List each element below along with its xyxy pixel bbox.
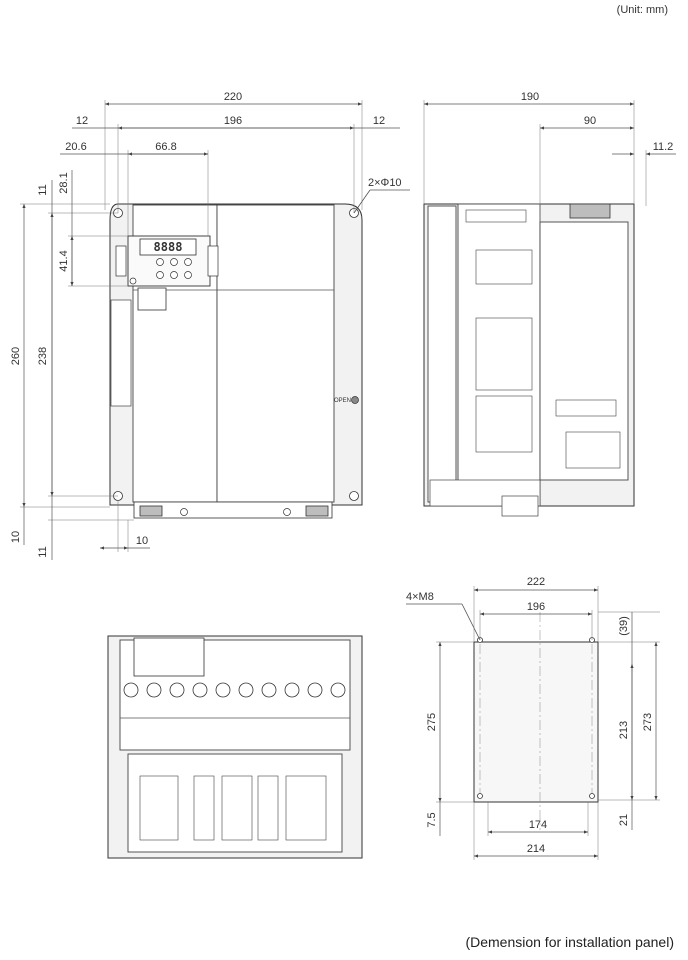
panel-cutout-view: 4×M8 222 196 275 273 213 (39) 21 7.5 174…	[406, 576, 660, 860]
dim-keypad-offset-x: 20.6	[65, 141, 86, 153]
dim-front-depth: 11.2	[653, 141, 674, 153]
dim-top-offset: (39)	[618, 616, 630, 636]
dim-overall-width: 220	[224, 91, 242, 103]
keypad-display	[139, 238, 197, 256]
dim-hole-pitch: 238	[37, 347, 49, 365]
dim-bottom-offset: 10	[10, 531, 22, 543]
cover-latch	[351, 396, 359, 404]
front-cover-right	[216, 204, 335, 503]
bottom-terminal-strip	[133, 501, 333, 519]
side-vents	[465, 209, 621, 469]
dim-rear-depth: 90	[584, 115, 596, 127]
side-view: 190 90 11.2	[423, 91, 676, 517]
dim-outer-width: 222	[527, 576, 545, 588]
panel-cutout	[473, 641, 599, 803]
dim-depth: 190	[521, 91, 539, 103]
dim-keypad-offset-y: 28.1	[58, 172, 70, 193]
keypad-button-5	[170, 271, 178, 279]
dim-bottom-inner-width: 174	[529, 819, 547, 831]
keypad-button-4	[156, 271, 164, 279]
keypad-connector	[137, 287, 167, 311]
dim-bottom-slot: 10	[136, 535, 148, 547]
keypad-button-3	[184, 258, 192, 266]
screw-hole-bottom-left	[477, 793, 483, 799]
keypad-button-6	[184, 271, 192, 279]
dim-keypad-width: 66.8	[155, 141, 176, 153]
keypad-button-2	[170, 258, 178, 266]
dim-keypad-height: 41.4	[58, 250, 70, 271]
terminal-row	[123, 682, 346, 698]
keypad-display-digits: 8888	[154, 240, 183, 254]
dim-overall-height: 260	[10, 347, 22, 365]
keypad-clip-left	[115, 245, 127, 277]
installation-caption: (Demension for installation panel)	[465, 934, 674, 950]
dim-bottom-margin: 11	[37, 546, 49, 557]
keypad-button-1	[156, 258, 164, 266]
dim-hole: 2×Φ10	[368, 177, 402, 189]
dim-right-margin: 12	[373, 115, 385, 127]
bottom-vents	[139, 775, 327, 841]
dim-hole-pitch-width: 196	[527, 601, 545, 613]
dim-bottom-outer-width: 214	[527, 843, 545, 855]
side-vent-strip	[110, 299, 132, 407]
dim-screws: 4×M8	[406, 591, 434, 603]
unit-note: (Unit: mm)	[616, 4, 668, 16]
dim-bottom-left: 7.5	[426, 812, 438, 827]
dim-cutout-inner-height: 213	[618, 721, 630, 739]
dim-left-margin: 12	[76, 115, 88, 127]
dim-cutout-height: 275	[426, 713, 438, 731]
open-label: OPEN	[334, 398, 351, 404]
keypad-clip-right	[207, 245, 219, 277]
dim-right-height: 273	[642, 713, 654, 731]
screw-hole-bottom-right	[589, 793, 595, 799]
dim-bottom-right: 21	[618, 814, 630, 826]
mount-hole-bottom-right	[349, 491, 359, 501]
dim-inner-width: 196	[224, 115, 242, 127]
front-view: 8888 OPEN	[10, 91, 410, 560]
dim-top-margin: 11	[37, 184, 49, 195]
bottom-view	[107, 635, 363, 859]
